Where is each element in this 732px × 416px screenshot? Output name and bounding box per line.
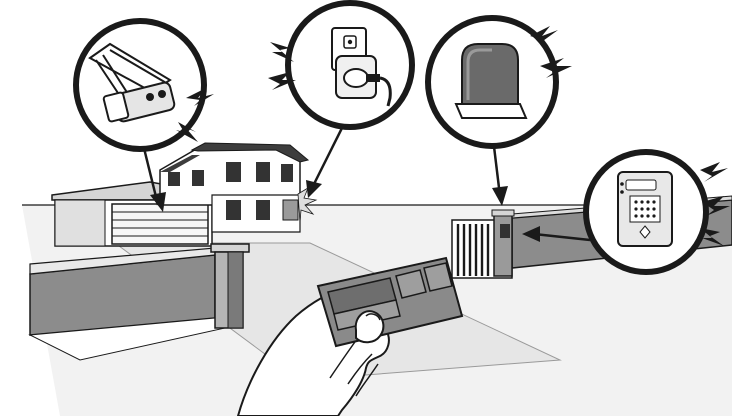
wall-keypad-intercom-icon <box>618 172 672 246</box>
driveway-gate <box>452 210 514 278</box>
lit-window <box>283 200 298 220</box>
callout-gate-operator <box>428 18 572 206</box>
remote-button-1[interactable] <box>396 270 426 298</box>
remote-button-2[interactable] <box>424 263 452 291</box>
left-pillar <box>211 244 249 328</box>
garage-door <box>112 204 208 244</box>
thumb <box>356 311 384 342</box>
gate-operator-icon <box>456 44 526 118</box>
